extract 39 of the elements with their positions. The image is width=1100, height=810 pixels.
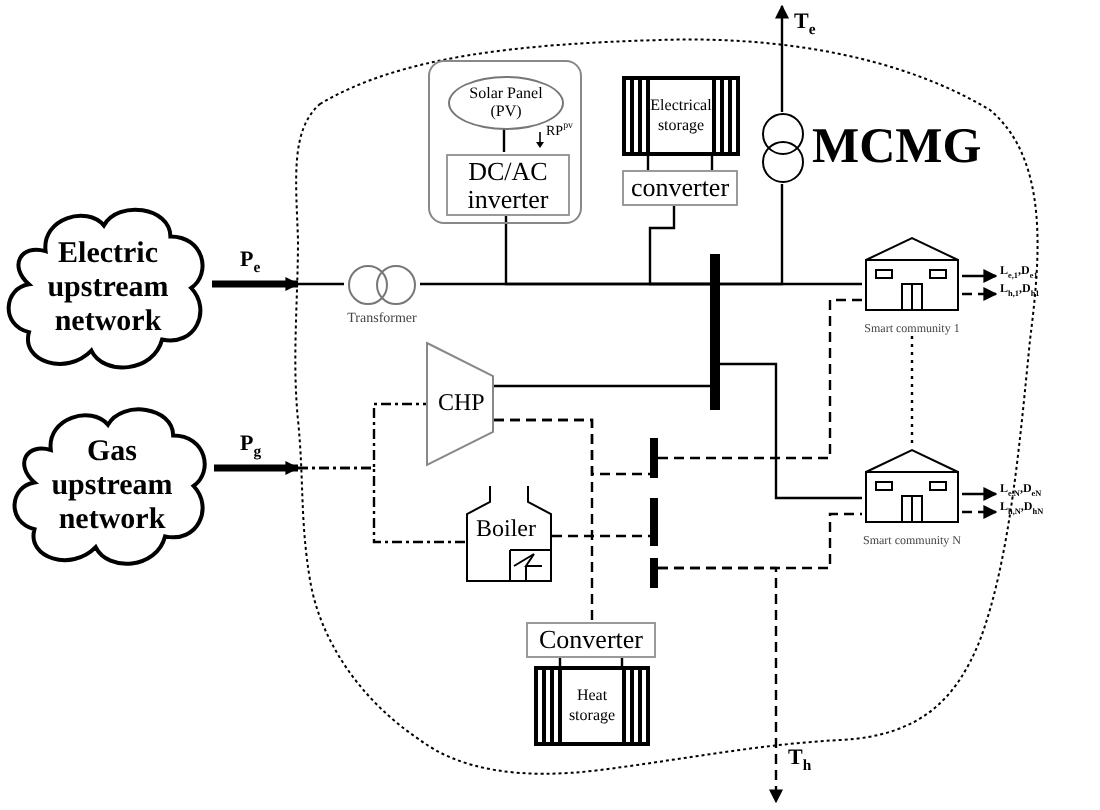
component-label: CHP xyxy=(438,388,485,418)
edge-label: T$_{h}$ xyxy=(788,748,812,774)
edge-label: P$_{g}$ xyxy=(240,434,262,460)
arrow xyxy=(962,287,998,301)
arrow xyxy=(962,487,998,501)
edge-label: T$_{e}$ xyxy=(794,12,816,38)
connector-line xyxy=(494,418,594,622)
component-box: converter xyxy=(622,170,738,206)
system-title: MCMG xyxy=(812,120,982,176)
connector-line xyxy=(502,128,506,152)
storage-unit: Heat storage xyxy=(534,666,650,746)
cloud-label: Electric upstream network xyxy=(45,237,171,339)
arrow xyxy=(658,566,783,804)
arrow xyxy=(962,505,998,519)
connector-line xyxy=(720,362,862,500)
connector-line xyxy=(552,534,650,538)
arrow xyxy=(214,461,300,475)
component-box: Converter xyxy=(526,622,656,658)
bus-bar xyxy=(650,558,658,588)
connector-line xyxy=(910,336,914,448)
bus-bar xyxy=(710,254,720,410)
connector-line xyxy=(646,154,714,172)
arrow xyxy=(775,4,789,112)
arrow xyxy=(212,277,300,291)
connector-line xyxy=(658,298,862,460)
component-label: Boiler xyxy=(476,514,536,544)
cloud-label: Gas upstream network xyxy=(49,435,175,537)
storage-unit: Electrical storage xyxy=(622,76,740,156)
bus-bar xyxy=(650,498,658,546)
arrow xyxy=(962,269,998,283)
connector-line xyxy=(494,384,710,388)
connector-line xyxy=(648,206,710,286)
pv-system-frame xyxy=(428,60,582,224)
edge-label: P$_{e}$ xyxy=(240,250,261,276)
connector-line xyxy=(298,282,344,286)
connector-line xyxy=(298,466,466,544)
connector-line xyxy=(720,184,784,286)
component-box: DC/AC inverter xyxy=(446,154,570,216)
bus-bar xyxy=(650,438,658,478)
